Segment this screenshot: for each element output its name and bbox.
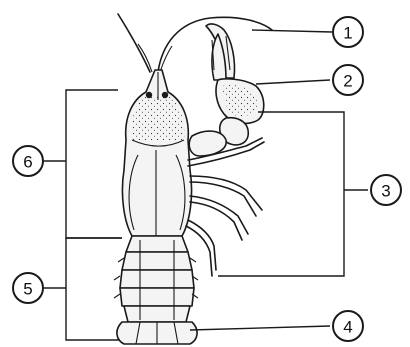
bracket-6 <box>44 90 122 238</box>
label-1: 1 <box>333 17 363 47</box>
leader-1 <box>252 30 332 32</box>
label-2: 2 <box>333 65 363 95</box>
svg-text:5: 5 <box>23 280 32 299</box>
label-3: 3 <box>371 175 401 205</box>
svg-text:1: 1 <box>343 24 352 43</box>
cephalothorax <box>122 70 191 236</box>
abdomen <box>114 236 198 322</box>
label-5: 5 <box>13 273 43 303</box>
label-6: 6 <box>13 146 43 176</box>
leader-4 <box>190 326 330 330</box>
claw <box>189 24 264 156</box>
svg-text:3: 3 <box>381 182 390 201</box>
svg-text:2: 2 <box>343 72 352 91</box>
antennae <box>118 14 272 72</box>
walking-legs <box>186 138 264 276</box>
bracket-5 <box>44 238 122 340</box>
svg-text:4: 4 <box>343 318 352 337</box>
leader-2 <box>256 80 330 84</box>
tail-fan <box>117 322 197 344</box>
label-4: 4 <box>333 311 363 341</box>
svg-text:6: 6 <box>23 153 32 172</box>
